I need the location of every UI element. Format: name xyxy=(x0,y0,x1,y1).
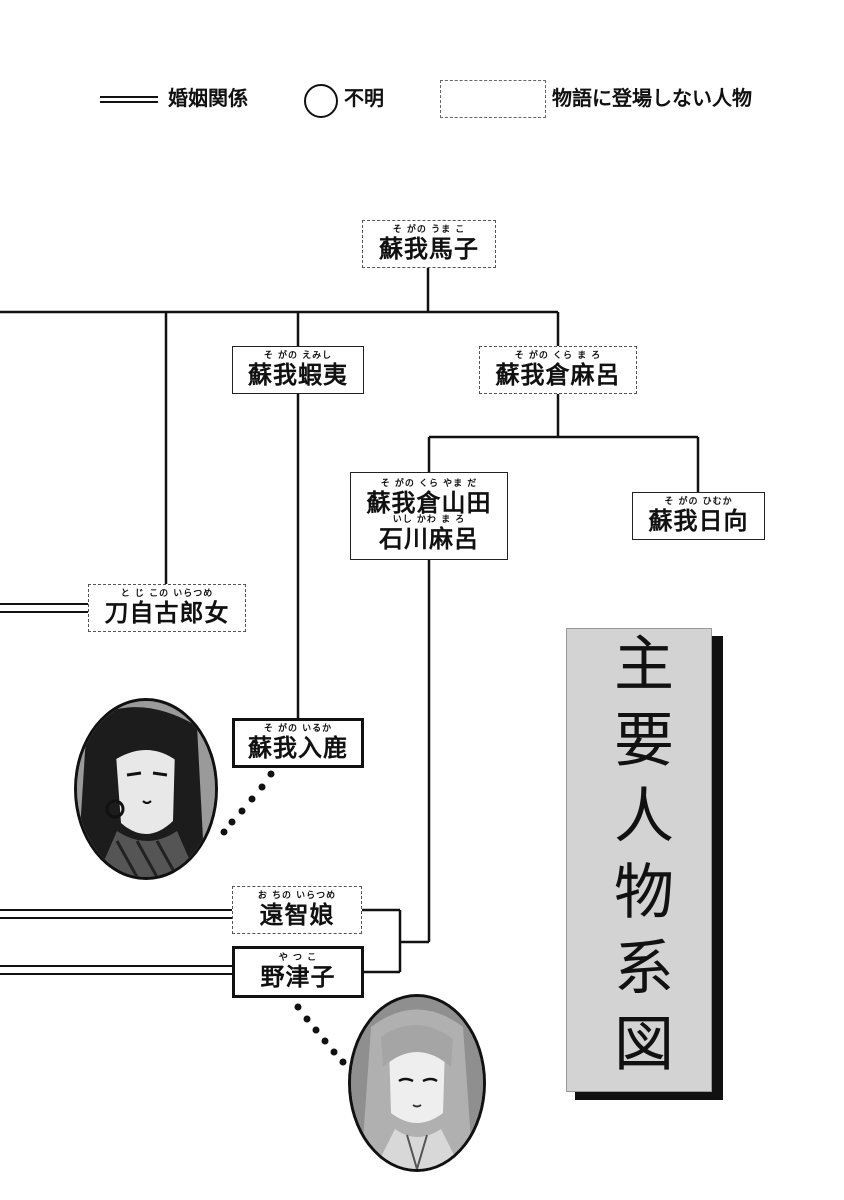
person-name: 蘇我倉麻呂 xyxy=(495,360,621,389)
furigana: そ がの くら やま だ xyxy=(380,478,478,489)
node-soga-iruka: そ がの いるか 蘇我入鹿 xyxy=(232,718,364,768)
legend-unknown-label: 不明 xyxy=(344,86,384,110)
node-notsuko: や つ こ 野津子 xyxy=(232,946,364,998)
furigana: そ がの くら ま ろ xyxy=(514,350,602,361)
node-soga-emishi: そ がの えみし 蘇我蝦夷 xyxy=(232,346,364,394)
diagram-title: 主要人物系図 xyxy=(603,632,674,1088)
furigana: や つ こ xyxy=(278,952,318,963)
node-soga-umako: そ がの うま こ 蘇我馬子 xyxy=(362,220,496,268)
person-name: 蘇我日向 xyxy=(648,506,749,535)
legend-marriage-label: 婚姻関係 xyxy=(168,86,248,110)
person-name: 蘇我蝦夷 xyxy=(248,360,348,389)
person-name: 蘇我倉山田 xyxy=(366,488,492,517)
legend-marriage-line xyxy=(100,96,158,103)
furigana: お ちの いらつめ xyxy=(257,890,337,901)
person-name: 野津子 xyxy=(260,962,336,991)
furigana: そ がの えみし xyxy=(263,350,333,361)
woman-portrait-icon xyxy=(348,994,486,1172)
legend-unknown-circle xyxy=(304,84,338,118)
legend-not-in-story-label: 物語に登場しない人物 xyxy=(552,86,752,110)
furigana-2: いし かわ ま ろ xyxy=(392,515,466,525)
man-portrait-icon xyxy=(74,698,218,880)
node-soga-kurayamada: そ がの くら やま だ 蘇我倉山田 いし かわ ま ろ 石川麻呂 xyxy=(350,472,508,560)
person-name-2: 石川麻呂 xyxy=(379,525,479,553)
person-name: 蘇我入鹿 xyxy=(248,733,348,762)
furigana: そ がの うま こ xyxy=(392,224,466,235)
title-panel: 主要人物系図 xyxy=(566,628,712,1092)
furigana: と じ この いらつめ xyxy=(120,588,214,599)
node-soga-kuramaro: そ がの くら ま ろ 蘇我倉麻呂 xyxy=(479,346,637,394)
person-name: 蘇我馬子 xyxy=(379,234,479,263)
node-soga-himuka: そ がの ひむか 蘇我日向 xyxy=(632,492,765,540)
furigana: そ がの いるか xyxy=(263,723,333,734)
node-ochi-no-iratsume: お ちの いらつめ 遠智娘 xyxy=(232,886,362,934)
legend-dashed-box xyxy=(440,80,546,118)
person-name: 遠智娘 xyxy=(259,900,335,929)
node-tojiko-iratsume: と じ この いらつめ 刀自古郎女 xyxy=(88,584,246,632)
furigana: そ がの ひむか xyxy=(664,496,733,507)
person-name: 刀自古郎女 xyxy=(104,598,230,627)
